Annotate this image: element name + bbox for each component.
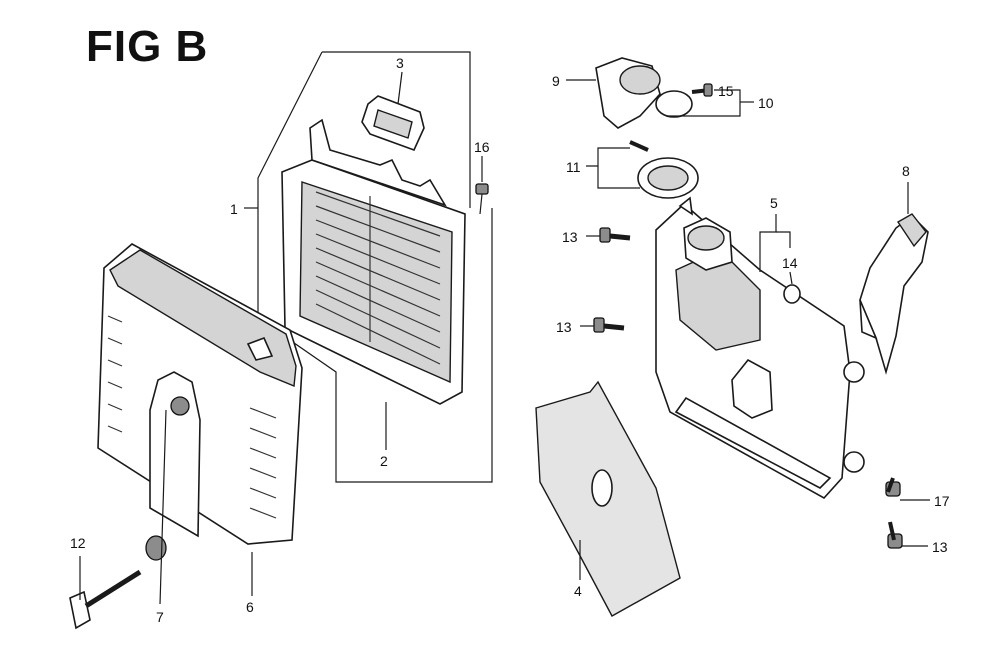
- callout-12: 12: [70, 535, 86, 551]
- bolt-13-right: [887, 521, 903, 549]
- air-duct: [859, 213, 929, 375]
- callout-6: 6: [246, 599, 254, 615]
- callout-7: 7: [156, 609, 164, 625]
- assembly-bracket: [257, 51, 493, 483]
- callout-5: 5: [770, 195, 778, 211]
- bolt-16: [475, 183, 489, 215]
- callout-4: 4: [574, 583, 582, 599]
- callout-14: 14: [782, 255, 798, 271]
- callout-13-right: 13: [932, 539, 948, 555]
- hose-clamps: [637, 90, 699, 199]
- callout-2: 2: [380, 453, 388, 469]
- callout-1: 1: [230, 201, 238, 217]
- bolt-17: [885, 477, 901, 497]
- filter-sheet: [535, 380, 681, 617]
- clamp-screw: [629, 140, 649, 152]
- screw-13-middle: [593, 317, 625, 333]
- callout-8: 8: [902, 163, 910, 179]
- callout-13-middle: 13: [556, 319, 572, 335]
- intake-elbow: [595, 57, 661, 129]
- callout-11: 11: [566, 159, 581, 175]
- callout-17: 17: [934, 493, 950, 509]
- callout-9: 9: [552, 73, 560, 89]
- screw-13-upper: [599, 227, 631, 243]
- callout-3: 3: [396, 55, 404, 71]
- callout-16: 16: [474, 139, 490, 155]
- callout-10: 10: [758, 95, 774, 111]
- plug-14: [783, 284, 801, 304]
- screw-15: [691, 83, 713, 97]
- callout-13-upper: 13: [562, 229, 578, 245]
- leader-lines: [244, 71, 930, 596]
- grommet-nut: [145, 409, 167, 605]
- air-cleaner-element: [281, 118, 466, 405]
- air-cleaner-cover: [97, 243, 303, 545]
- gasket: [361, 95, 425, 152]
- wing-bolt: [69, 556, 142, 630]
- figure-title: FIG B: [86, 22, 209, 71]
- air-cleaner-case: [655, 196, 865, 500]
- callout-15: 15: [718, 83, 734, 99]
